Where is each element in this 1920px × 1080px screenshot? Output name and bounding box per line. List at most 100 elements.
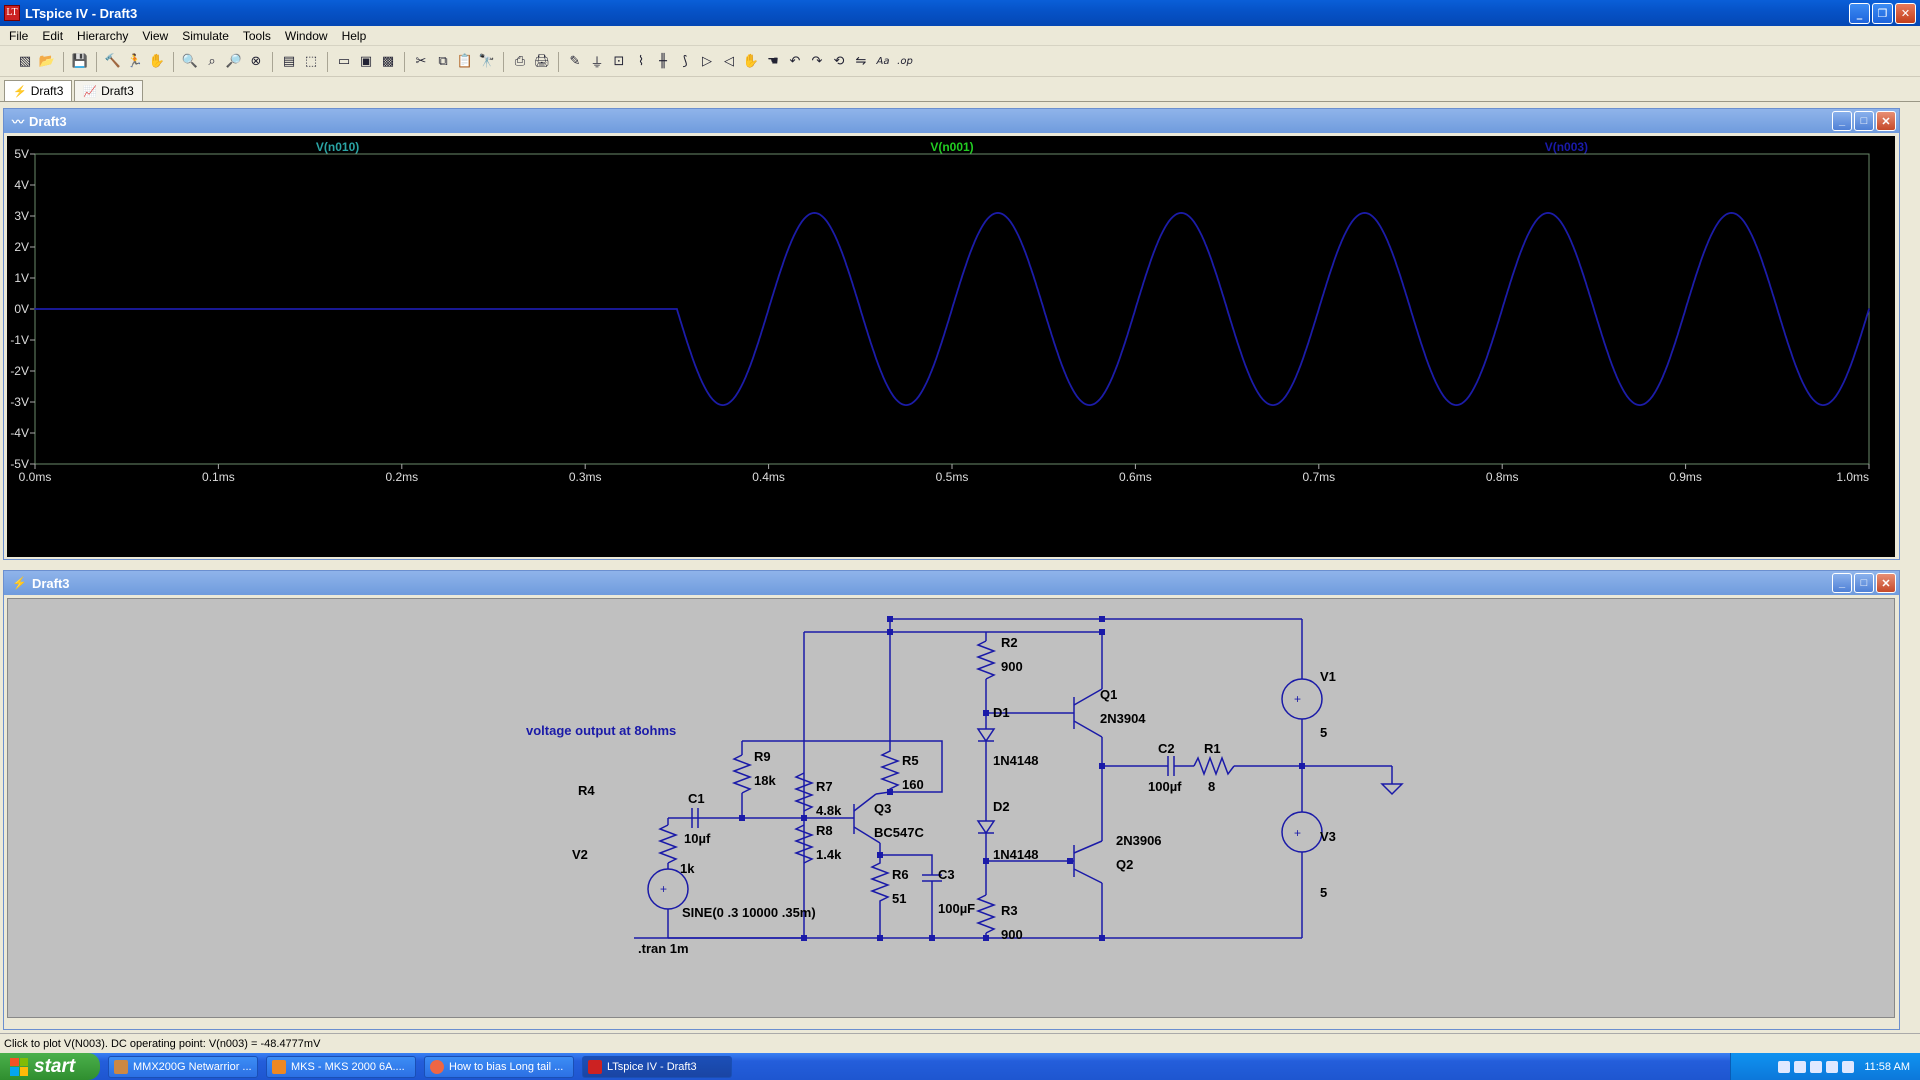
wire-icon[interactable]: ✎ (569, 54, 581, 69)
menu-hierarchy[interactable]: Hierarchy (77, 28, 129, 43)
paste-icon[interactable]: 📋 (456, 54, 474, 69)
resistor-r4[interactable] (657, 824, 679, 864)
menu-file[interactable]: File (9, 28, 29, 43)
taskbar-item-mmx200g[interactable]: MMX200G Netwarrior ... (108, 1055, 258, 1078)
resistor-icon[interactable]: ⌇ (637, 54, 645, 69)
run-icon[interactable]: 🏃 (126, 54, 144, 69)
label-v1[interactable]: V1 (1320, 669, 1336, 684)
plot-close-button[interactable]: ✕ (1876, 111, 1896, 131)
label-r8v[interactable]: 1.4k (816, 847, 842, 862)
label-c2v[interactable]: 100µf (1148, 779, 1182, 794)
label-v1v[interactable]: 5 (1320, 725, 1328, 740)
schematic-minimize-button[interactable]: _ (1832, 573, 1852, 593)
ground-icon[interactable]: ⏚ (590, 56, 604, 71)
label-d2v[interactable]: 1N4148 (993, 847, 1039, 862)
control-panel-icon[interactable]: 🔨 (104, 54, 122, 69)
mirror-icon[interactable]: ⇋ (855, 54, 867, 69)
rotate-icon[interactable]: ⟲ (833, 54, 845, 69)
resistor-r9[interactable] (731, 754, 753, 794)
undo-icon[interactable]: ↶ (789, 54, 801, 69)
taskbar-item-ltspice[interactable]: LTspice IV - Draft3 (582, 1055, 732, 1078)
label-v3[interactable]: V3 (1320, 829, 1336, 844)
transistor-q3-emitter[interactable] (853, 826, 881, 844)
drag-icon[interactable]: ☚ (767, 54, 779, 69)
diode-d2[interactable] (976, 820, 996, 835)
label-r1[interactable]: R1 (1204, 741, 1221, 756)
schematic-maximize-button[interactable]: □ (1854, 573, 1874, 593)
annotation-note[interactable]: voltage output at 8ohms (526, 723, 677, 738)
cascade-icon[interactable]: ▣ (359, 54, 373, 69)
save-icon[interactable]: 💾 (71, 54, 89, 69)
start-button[interactable]: start (0, 1053, 100, 1080)
label-tran[interactable]: .tran 1m (638, 941, 689, 956)
tray-arrow-icon[interactable] (1778, 1060, 1791, 1073)
zoom-fit-icon[interactable]: ⊗ (250, 54, 262, 69)
wire[interactable] (880, 854, 933, 875)
label-q3v[interactable]: BC547C (874, 825, 924, 840)
label-r9[interactable]: R9 (754, 749, 771, 764)
redo-icon[interactable]: ↷ (811, 54, 823, 69)
minimize-button[interactable]: _ (1849, 3, 1870, 24)
schematic-window-title-bar[interactable]: ⚡ Draft3 _ □ ✕ (4, 571, 1899, 595)
close-all-icon[interactable]: ▩ (381, 54, 395, 69)
cut-icon[interactable]: ✂ (415, 54, 427, 69)
pan-icon[interactable]: ⬚ (304, 54, 318, 69)
ground-symbol[interactable] (1380, 783, 1404, 796)
label-q2v[interactable]: 2N3906 (1116, 833, 1162, 848)
resistor-r7[interactable] (793, 772, 815, 812)
resistor-r8[interactable] (793, 824, 815, 864)
label-r1v[interactable]: 8 (1208, 779, 1216, 794)
print-icon[interactable]: 🖨 (533, 54, 551, 69)
zoom-area-icon[interactable]: ⌕ (208, 54, 216, 69)
transistor-q3-collector[interactable] (853, 793, 877, 812)
resistor-r1[interactable] (1193, 755, 1235, 777)
label-v2[interactable]: V2 (572, 847, 588, 862)
schematic-drawing[interactable]: + + + (8, 599, 1894, 1017)
diode-icon[interactable]: ▷ (702, 54, 712, 69)
schematic-window[interactable]: ⚡ Draft3 _ □ ✕ (3, 570, 1900, 1030)
text-icon[interactable]: Aa (876, 56, 890, 67)
capacitor-icon[interactable]: ╫ (659, 54, 667, 69)
menu-edit[interactable]: Edit (42, 28, 64, 43)
menu-simulate[interactable]: Simulate (182, 28, 229, 43)
label-r5v[interactable]: 160 (902, 777, 924, 792)
app-title-bar[interactable]: LT LTspice IV - Draft3 _ ❐ ✕ (0, 0, 1920, 26)
tab-waveform-draft3[interactable]: 📈 Draft3 (74, 80, 143, 101)
resistor-r3[interactable] (975, 894, 997, 934)
tile-horizontal-icon[interactable]: ▭ (337, 54, 351, 69)
label-r7[interactable]: R7 (816, 779, 833, 794)
find-icon[interactable]: 🔭 (478, 54, 496, 69)
label-c3v[interactable]: 100µF (938, 901, 976, 916)
transistor-q2-collector[interactable] (1073, 868, 1103, 884)
label-c1[interactable]: C1 (688, 791, 705, 806)
volume-icon[interactable] (1842, 1060, 1855, 1073)
label-q1[interactable]: Q1 (1100, 687, 1118, 702)
network-icon[interactable] (1794, 1060, 1807, 1073)
label-r6[interactable]: R6 (892, 867, 909, 882)
label-r6v[interactable]: 51 (892, 891, 907, 906)
transistor-q2-emitter[interactable] (1073, 840, 1103, 854)
spice-directive-icon[interactable]: .op (897, 56, 913, 67)
label-v3v[interactable]: 5 (1320, 885, 1328, 900)
transistor-q1-emitter[interactable] (1073, 720, 1103, 738)
halt-icon[interactable]: ✋ (148, 54, 166, 69)
label-r2[interactable]: R2 (1001, 635, 1018, 650)
transistor-q1-collector[interactable] (1073, 688, 1103, 706)
plot-maximize-button[interactable]: □ (1854, 111, 1874, 131)
security-icon[interactable] (1826, 1060, 1839, 1073)
resistor-r6[interactable] (869, 855, 891, 938)
plot-minimize-button[interactable]: _ (1832, 111, 1852, 131)
label-r5[interactable]: R5 (902, 753, 919, 768)
label-q3[interactable]: Q3 (874, 801, 892, 816)
inductor-icon[interactable]: ⟆ (682, 54, 688, 69)
autorange-icon[interactable]: ▤ (282, 54, 296, 69)
wire[interactable] (742, 740, 943, 793)
chat-icon[interactable] (1810, 1060, 1823, 1073)
resistor-r5[interactable] (879, 741, 901, 792)
label-c2[interactable]: C2 (1158, 741, 1175, 756)
menu-help[interactable]: Help (341, 28, 367, 43)
label-sine[interactable]: SINE(0 .3 10000 .35m) (682, 905, 816, 920)
